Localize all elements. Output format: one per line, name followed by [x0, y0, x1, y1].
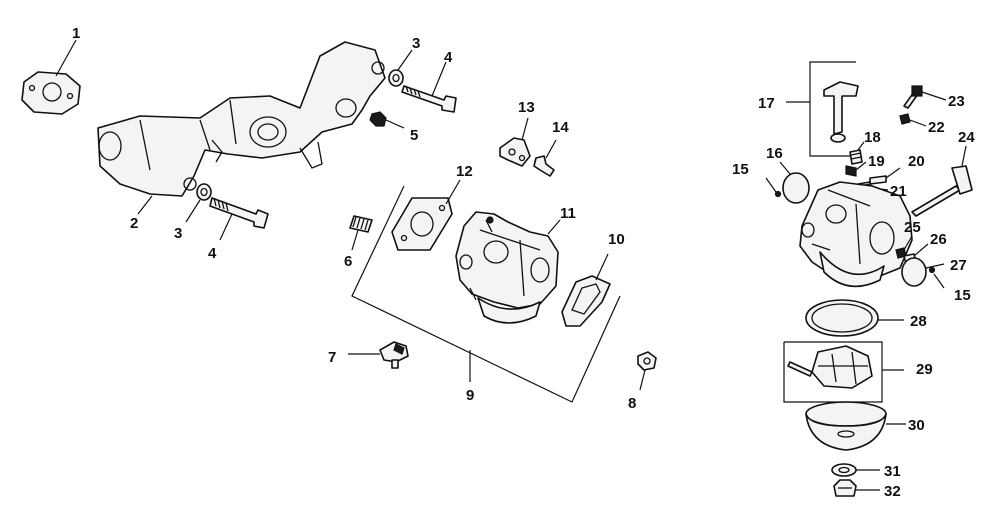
- part-5-nut: [369, 111, 387, 127]
- callout-28: 28: [910, 313, 927, 330]
- part-4-bolt-upper: [401, 85, 457, 113]
- part-19-pin: [845, 165, 857, 177]
- part-29-float: [787, 345, 873, 389]
- callout-5: 5: [410, 127, 418, 144]
- part-13-bracket: [499, 137, 531, 167]
- callout-3-upper: 3: [412, 35, 420, 52]
- part-16-plate: [782, 172, 810, 204]
- callout-11: 11: [560, 205, 576, 222]
- part-17-needle-valve: [823, 81, 859, 143]
- callout-16: 16: [766, 145, 783, 162]
- part-31-gasket: [831, 463, 857, 477]
- carburetor-body-right: [799, 181, 913, 288]
- callout-1: 1: [72, 25, 80, 42]
- callout-21: 21: [890, 183, 907, 200]
- part-15-screw-lower: [928, 266, 936, 274]
- callout-6: 6: [344, 253, 352, 270]
- part-27-plate: [901, 257, 927, 287]
- callout-18: 18: [864, 129, 881, 146]
- callout-3-lower: 3: [174, 225, 182, 242]
- callout-15-lower: 15: [954, 287, 971, 304]
- part-29-bracket: [783, 341, 904, 403]
- callout-14: 14: [552, 119, 569, 136]
- part-32-bowl-nut: [833, 479, 857, 497]
- callout-8: 8: [628, 395, 636, 412]
- part-20-screw: [869, 175, 887, 185]
- callout-12: 12: [456, 163, 473, 180]
- callout-24: 24: [958, 129, 975, 146]
- callout-13: 13: [518, 99, 535, 116]
- callout-31: 31: [884, 463, 901, 480]
- part-4-bolt-lower: [209, 197, 269, 229]
- callout-15-upper: 15: [732, 161, 749, 178]
- callout-30: 30: [908, 417, 925, 434]
- part-30-bowl: [805, 401, 887, 451]
- callout-27: 27: [950, 257, 967, 274]
- part-17-bracket: [786, 61, 856, 157]
- callout-20: 20: [908, 153, 925, 170]
- part-8-nut: [637, 351, 657, 371]
- part-2-intake-manifold: [97, 41, 386, 197]
- callout-4-upper: 4: [444, 49, 453, 66]
- part-14-screw: [533, 155, 555, 177]
- callout-29: 29: [916, 361, 933, 378]
- callout-9: 9: [466, 387, 474, 404]
- part-3-washer-upper: [388, 69, 404, 87]
- callout-26: 26: [930, 231, 947, 248]
- part-3-washer-lower: [196, 183, 212, 201]
- callout-7: 7: [328, 349, 336, 366]
- callout-2: 2: [130, 215, 138, 232]
- callout-17: 17: [758, 95, 775, 112]
- part-6-stud: [349, 215, 373, 233]
- callout-22: 22: [928, 119, 945, 136]
- callout-10: 10: [608, 231, 625, 248]
- part-15-screw-upper: [774, 190, 782, 198]
- part-12-gasket: [391, 197, 453, 251]
- part-7-fitting: [379, 341, 409, 369]
- part-23-screw: [903, 85, 923, 109]
- callout-4-lower: 4: [208, 245, 217, 262]
- part-1-gasket: [21, 71, 81, 115]
- part-28-gasket-ring: [805, 299, 879, 337]
- part-22-nut: [899, 113, 911, 125]
- part-9-kit-bracket: [351, 185, 621, 403]
- callout-23: 23: [948, 93, 965, 110]
- callout-25: 25: [904, 219, 921, 236]
- part-11-carburetor: [455, 211, 559, 324]
- part-10-gasket: [561, 275, 611, 327]
- callout-19: 19: [868, 153, 885, 170]
- part-18-spring: [849, 149, 863, 165]
- callout-32: 32: [884, 483, 901, 500]
- part-24-throttle-shaft: [911, 165, 973, 217]
